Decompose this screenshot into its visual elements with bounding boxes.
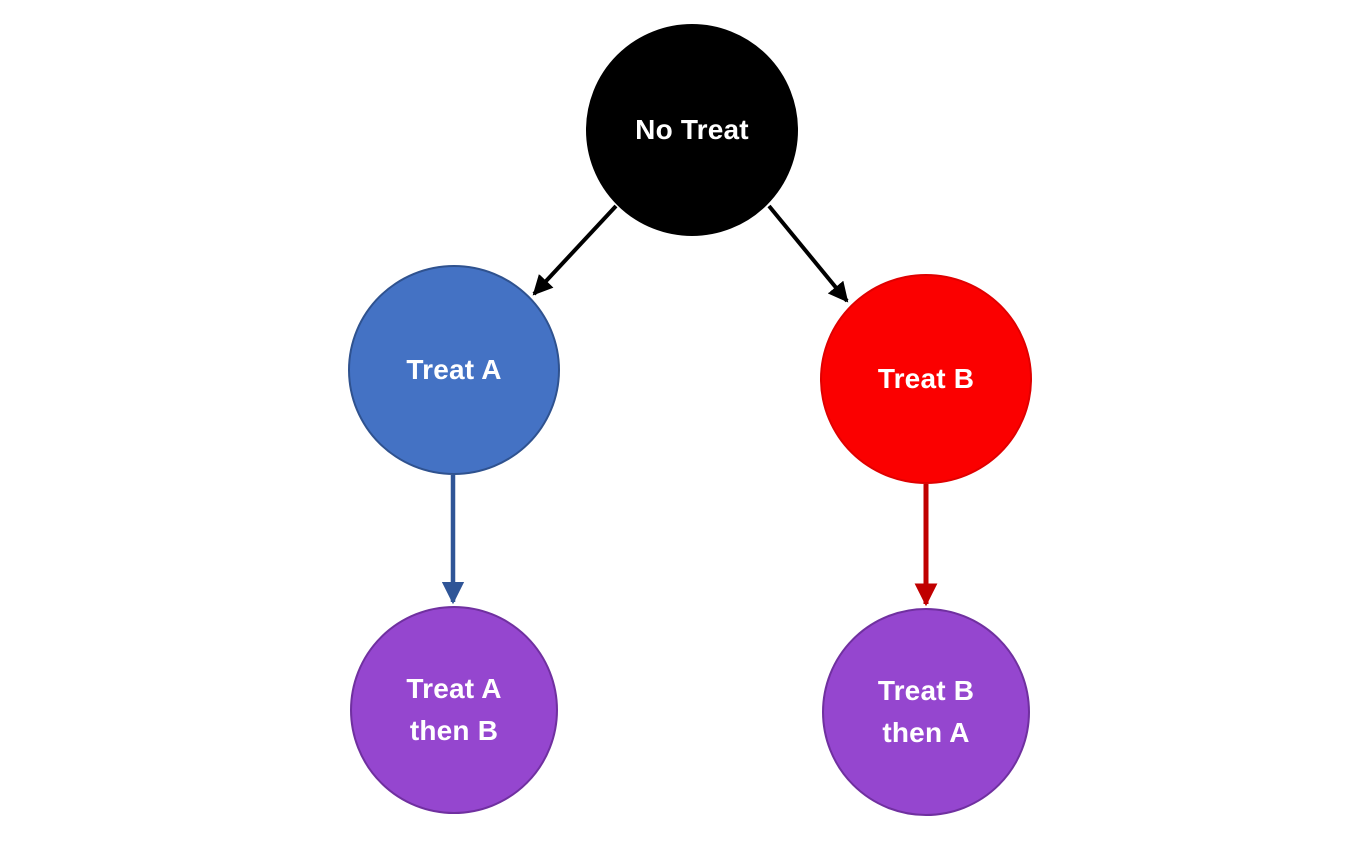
node-treat-b-then-a-label: Treat B then A (877, 675, 975, 748)
node-treat-b-label: Treat B (877, 363, 975, 394)
node-treat-a-then-b: Treat A then B (350, 606, 558, 814)
node-treat-b: Treat B (820, 274, 1032, 484)
node-no-treat: No Treat (586, 24, 798, 236)
node-no-treat-label: No Treat (635, 114, 749, 145)
arrow-no-treat-to-treat-b (767, 204, 849, 303)
node-treat-a: Treat A (348, 265, 560, 475)
arrow-no-treat-to-treat-a (532, 204, 618, 296)
node-treat-a-then-b-label: Treat A then B (406, 673, 502, 746)
node-treat-a-label: Treat A (406, 354, 502, 385)
node-treat-b-then-a: Treat B then A (822, 608, 1030, 816)
